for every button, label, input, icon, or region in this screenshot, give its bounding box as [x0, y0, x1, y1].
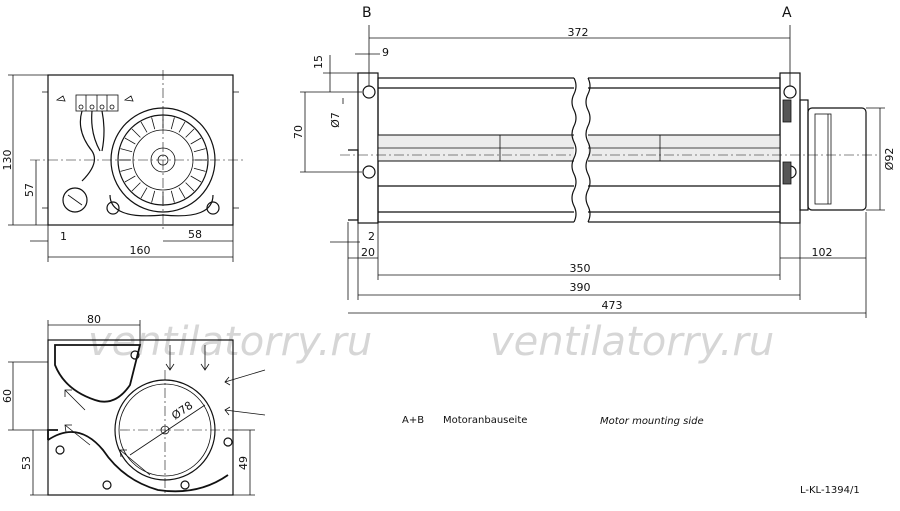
note-english: Motor mounting side — [600, 416, 704, 427]
rotor-blade — [140, 121, 148, 133]
dim-70: 70 — [292, 125, 305, 139]
dim-1: 1 — [60, 230, 67, 243]
watermark-left: ventilatorry.ru — [88, 319, 372, 365]
dim-9: 9 — [382, 46, 389, 59]
rotor-blade — [190, 175, 202, 183]
rotor-blade — [170, 117, 175, 130]
dim-60: 60 — [1, 389, 14, 403]
dim-20: 20 — [361, 246, 375, 259]
rotor-blade — [185, 182, 195, 192]
capacitor — [62, 187, 88, 213]
dim-390: 390 — [570, 281, 591, 294]
label-a: A — [782, 5, 792, 21]
dim-58: 58 — [188, 228, 202, 241]
dim-473: 473 — [602, 299, 623, 312]
dim-rotor-dia: Ø78 — [169, 399, 195, 423]
drawing-number: L-KL-1394/1 — [800, 485, 860, 496]
rotor-blade — [178, 187, 186, 199]
rotor-blade — [178, 121, 186, 133]
rotor-blade — [131, 128, 141, 138]
dim-350: 350 — [570, 262, 591, 275]
dim-372: 372 — [568, 26, 589, 39]
label-b: B — [362, 5, 372, 21]
rotor-blade — [120, 148, 133, 153]
rotor-blade — [193, 167, 206, 172]
terminal-block — [55, 94, 134, 182]
rotor-blade — [124, 137, 136, 145]
dim-motor-dia: Ø92 — [883, 148, 896, 171]
rotor-blade — [185, 128, 195, 138]
dim-130: 130 — [1, 150, 14, 171]
front-view — [30, 70, 245, 232]
dim-hole-dia: Ø7 — [329, 112, 342, 128]
note-german: Motoranbauseite — [443, 415, 527, 426]
dim-57: 57 — [23, 183, 36, 197]
side-dimensions: 372 9 15 70 Ø7 2 20 350 390 473 102 Ø92 — [292, 25, 896, 318]
dim-160: 160 — [130, 244, 151, 257]
watermark-right: ventilatorry.ru — [490, 319, 774, 365]
rotor-blade — [170, 190, 175, 203]
dim-2: 2 — [368, 230, 375, 243]
dim-15: 15 — [312, 55, 325, 69]
flow-arrows — [64, 345, 266, 476]
front-dimensions: 130 57 1 160 58 — [1, 74, 234, 262]
rotor-blade — [151, 190, 156, 203]
rotor-blade — [140, 187, 148, 199]
dim-102: 102 — [812, 246, 833, 259]
dim-53: 53 — [20, 456, 33, 470]
motor-front — [106, 107, 220, 217]
rotor-blade — [124, 175, 136, 183]
section-dimensions: 80 60 53 49 — [1, 313, 255, 496]
side-view: B A — [340, 5, 880, 230]
rotor-blade — [131, 182, 141, 192]
rotor-blade — [190, 137, 202, 145]
dim-49: 49 — [237, 456, 250, 470]
rotor-blade — [151, 117, 156, 130]
rotor-blade — [193, 148, 206, 153]
dim-80: 80 — [87, 313, 101, 326]
notes: A+B Motoranbauseite Motor mounting side … — [402, 415, 860, 496]
rotor-blade — [120, 167, 133, 172]
motor-side — [782, 99, 867, 211]
note-key: A+B — [402, 415, 424, 426]
